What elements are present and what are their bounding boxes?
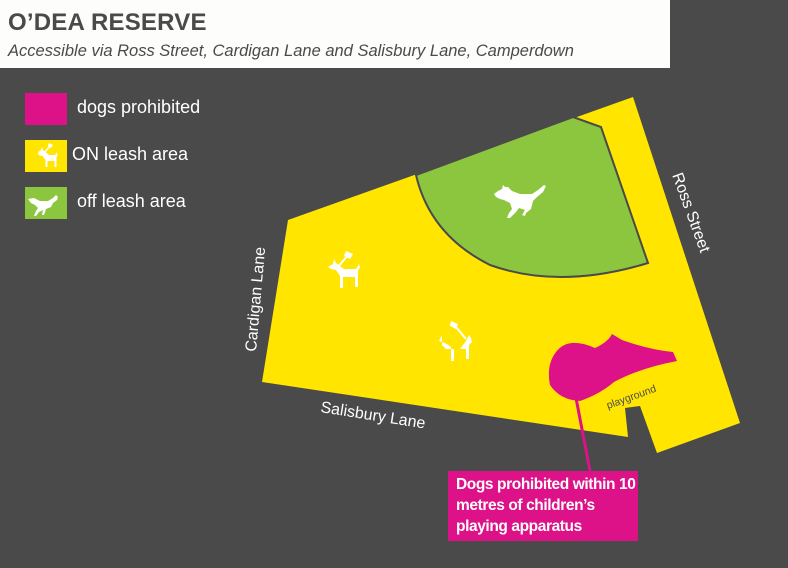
on-leash-swatch <box>25 140 67 172</box>
callout-leader-line <box>574 397 592 472</box>
header-panel: O’DEA RESERVE Accessible via Ross Street… <box>0 0 670 68</box>
off-leash-swatch <box>25 187 67 219</box>
legend-item-on-leash: ON leash area <box>25 140 265 172</box>
legend-label: ON leash area <box>72 144 189 164</box>
legend-label: dogs prohibited <box>77 97 201 117</box>
prohibited-swatch <box>25 93 67 125</box>
running-dog-icon <box>28 195 58 216</box>
cardigan-lane-label: Cardigan Lane <box>243 246 269 352</box>
legend-item-off-leash: off leash area <box>25 187 265 219</box>
legend-item-dogs-prohibited: dogs prohibited <box>25 93 265 125</box>
legend-label: off leash area <box>77 191 186 211</box>
page-subtitle: Accessible via Ross Street, Cardigan Lan… <box>8 42 574 60</box>
callout-text: Dogs prohibited within 10 metres of chil… <box>456 476 636 535</box>
running-dog-icon <box>494 185 546 218</box>
page-title: O’DEA RESERVE <box>8 9 207 36</box>
leashed-dog-icon <box>328 251 360 288</box>
leashed-dog-icon <box>38 143 58 167</box>
dogs-prohibited-area <box>548 334 677 401</box>
leashed-dog-icon <box>439 321 472 361</box>
callout-box: Dogs prohibited within 10 metres of chil… <box>448 471 638 541</box>
